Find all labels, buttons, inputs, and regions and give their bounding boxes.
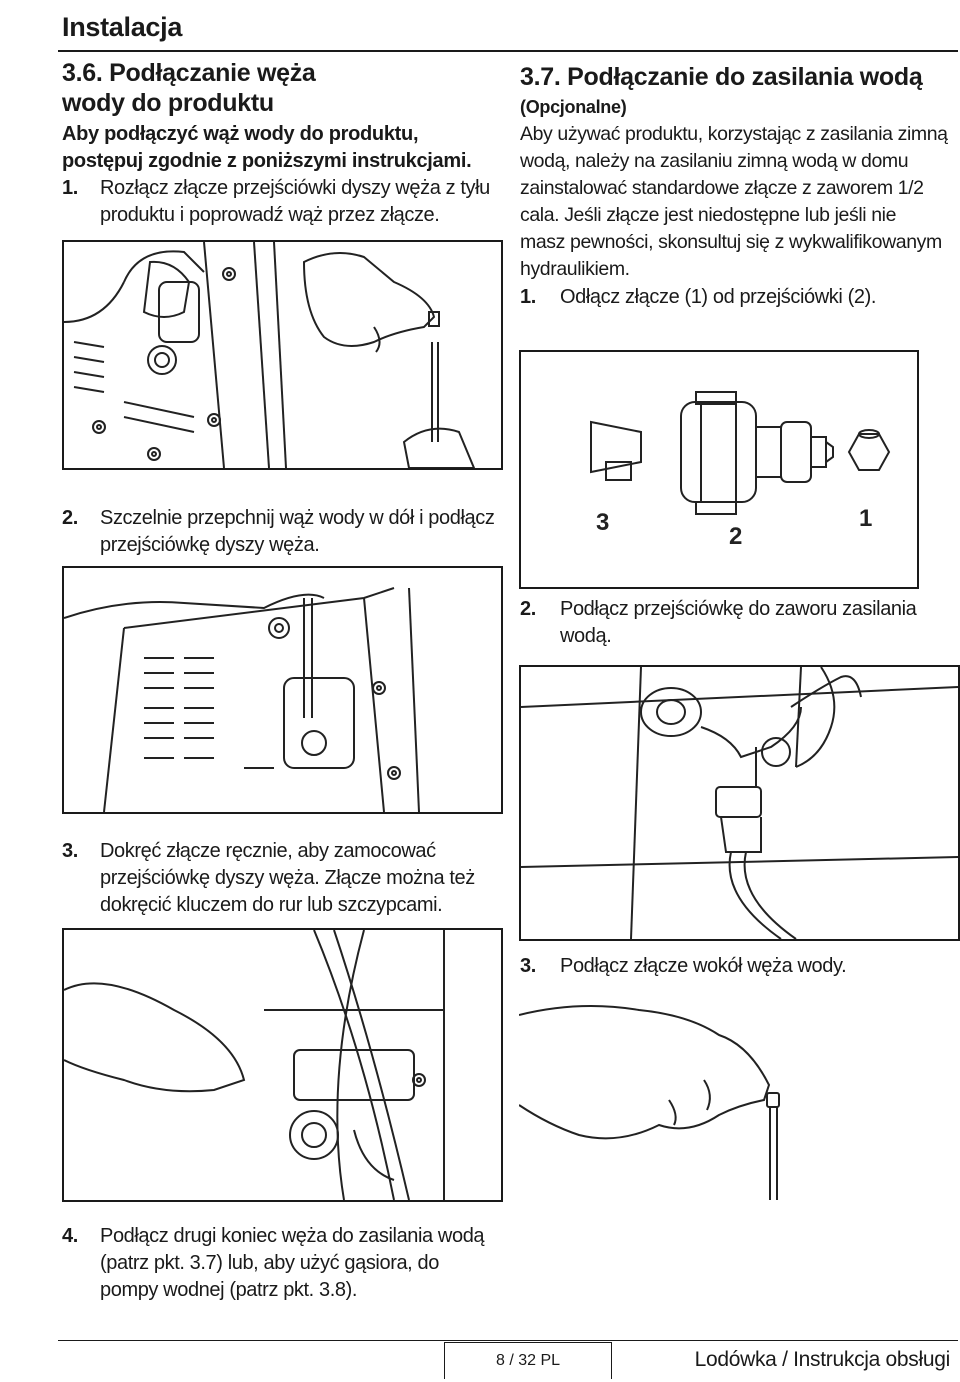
- step-text: (patrz pkt. 3.7) lub, aby użyć gąsiora, …: [100, 1252, 439, 1274]
- header-divider: [58, 50, 958, 52]
- step-text: pompy wodnej (patrz pkt. 3.8).: [100, 1279, 358, 1301]
- section-title-3-6: 3.6. Podłączanie węża wody do produktu: [62, 58, 316, 118]
- intro-paragraph: Aby podłączyć wąż wody do produktu, post…: [62, 121, 472, 175]
- step-number: 3.: [62, 840, 78, 862]
- figure-hose-adapter-back: [62, 240, 503, 470]
- figure-connector-around-hose: [518, 985, 956, 1200]
- right-step-2: 2. Podłącz przejściówkę do zaworu zasilan…: [520, 596, 960, 650]
- step-number: 4.: [62, 1225, 78, 1247]
- valve-connection-illustration: [521, 667, 958, 939]
- step-number: 1.: [520, 286, 536, 308]
- part-label-1: 1: [859, 505, 872, 532]
- page-number: 8 / 32 PL: [444, 1342, 612, 1379]
- page-header-title: Instalacja: [62, 12, 183, 42]
- part-label-3: 3: [596, 509, 609, 536]
- intro-line-2: postępuj zgodnie z poniższymi instrukcja…: [62, 150, 472, 172]
- section-title-line-2: wody do produktu: [62, 89, 274, 117]
- step-text: Odłącz złącze (1) od przejściówki (2).: [560, 286, 877, 308]
- step-number: 2.: [62, 507, 78, 529]
- step-number: 1.: [62, 177, 78, 199]
- step-text: przejściówkę dyszy węża. Złącze można te…: [100, 867, 475, 889]
- section-title-3-7: 3.7. Podłączanie do zasilania wodą: [520, 63, 923, 91]
- step-text: dokręcić kluczem do rur lub szczypcami.: [100, 894, 443, 916]
- para-line: cala. Jeśli złącze jest niedostępne lub …: [520, 204, 897, 226]
- connector-around-hose-illustration: [518, 1005, 780, 1200]
- step-text: wodą.: [560, 625, 612, 647]
- valve-parts-illustration: 3 2 1: [590, 391, 891, 550]
- figure-valve-connection: [519, 665, 960, 941]
- hose-adapter-illustration: [64, 242, 476, 468]
- para-line: hydraulikiem.: [520, 258, 630, 280]
- intro-line-1: Aby podłączyć wąż wody do produktu,: [62, 123, 419, 145]
- step-number: 3.: [520, 955, 536, 977]
- step-text: przejściówkę dyszy węża.: [100, 534, 320, 556]
- step-text: Podłącz przejściówkę do zaworu zasilania: [560, 598, 917, 620]
- step-text: Szczelnie przepchnij wąż wody w dół i po…: [100, 507, 495, 529]
- section-title-line-1: 3.6. Podłączanie węża: [62, 59, 316, 87]
- tighten-connector-illustration: [64, 930, 445, 1200]
- para-line: Aby używać produktu, korzystając z zasil…: [520, 123, 948, 145]
- optional-label: (Opcjonalne): [520, 97, 627, 117]
- figure-tighten-connector: [62, 928, 503, 1202]
- para-line: masz pewności, skonsultuj się z wykwalif…: [520, 231, 942, 253]
- push-hose-illustration: [64, 587, 420, 812]
- step-text: Podłącz złącze wokół węża wody.: [560, 955, 847, 977]
- step-number: 2.: [520, 598, 536, 620]
- intro-paragraph-3-7: Aby używać produktu, korzystając z zasil…: [520, 121, 960, 283]
- left-step-4: 4. Podłącz drugi koniec węża do zasilania…: [62, 1223, 502, 1304]
- right-step-1: 1. Odłącz złącze (1) od przejściówki (2).: [520, 284, 876, 311]
- figure-push-hose-down: [62, 566, 503, 814]
- left-step-2: 2. Szczelnie przepchnij wąż wody w dół i …: [62, 505, 502, 559]
- step-text: Rozłącz złącze przejściówki dyszy węża z…: [100, 177, 490, 199]
- right-step-3: 3. Podłącz złącze wokół węża wody.: [520, 953, 847, 980]
- step-text: produktu i poprowadź wąż przez złącze.: [100, 204, 440, 226]
- step-text: Podłącz drugi koniec węża do zasilania w…: [100, 1225, 485, 1247]
- figure-valve-parts: 3 2 1: [519, 350, 919, 589]
- step-text: Dokręć złącze ręcznie, aby zamocować: [100, 840, 436, 862]
- footer-divider: [58, 1340, 958, 1341]
- footer-document-title: Lodówka / Instrukcja obsługi: [694, 1348, 951, 1371]
- left-step-3: 3. Dokręć złącze ręcznie, aby zamocować p…: [62, 838, 502, 919]
- part-label-2: 2: [729, 523, 742, 550]
- para-line: zainstalować standardowe złącze z zawore…: [520, 177, 924, 199]
- para-line: wodą, należy na zasilaniu zimną wodą w d…: [520, 150, 909, 172]
- left-step-1: 1. Rozłącz złącze przejściówki dyszy węża…: [62, 175, 502, 229]
